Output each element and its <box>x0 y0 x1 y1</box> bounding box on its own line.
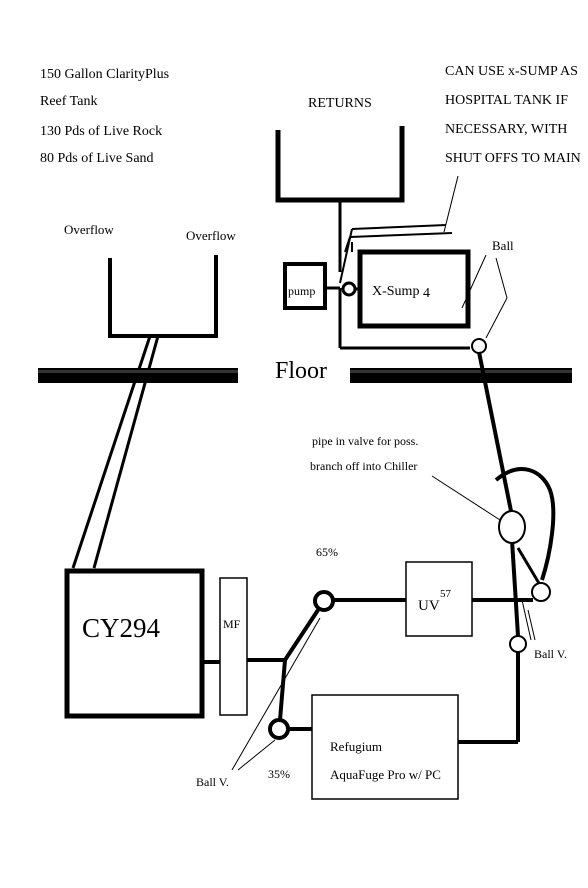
pump-box <box>283 262 327 310</box>
note-line1: CAN USE x-SUMP AS <box>445 64 578 79</box>
chiller-note-line2: branch off into Chiller <box>310 459 417 473</box>
returns-manifold <box>275 126 405 203</box>
pump-valve-icon <box>341 281 357 297</box>
tank-info-line4: 80 Pds of Live Sand <box>40 151 154 166</box>
hospital-line-4 <box>339 228 353 284</box>
ball-v-right-pointer-2 <box>527 609 536 641</box>
uv-superscript: 57 <box>440 588 452 600</box>
mf-box <box>219 577 248 716</box>
ball-v-right-pointer-1 <box>521 599 532 641</box>
floor-left-texture <box>38 370 238 373</box>
pct-65-label: 65% <box>316 545 338 559</box>
ball-label: Ball <box>492 238 514 253</box>
return-lower-line <box>510 539 520 637</box>
tank-info-line1: 150 Gallon ClarityPlus <box>40 67 169 82</box>
ball-pointer-1 <box>461 254 487 309</box>
uv-label: UV <box>418 598 440 614</box>
note-pointer <box>443 175 459 233</box>
refugium-line1: Refugium <box>330 739 382 754</box>
valve-65-icon <box>313 590 335 612</box>
overflow-left-label: Overflow <box>64 222 114 237</box>
refugium-box <box>311 694 459 800</box>
cy294-label: CY294 <box>82 613 161 643</box>
floor-label: Floor <box>275 358 327 384</box>
ball-valve-sump-icon <box>471 338 487 354</box>
tank-info-line2: Reef Tank <box>40 94 97 109</box>
note-line4: SHUT OFFS TO MAIN <box>445 151 581 166</box>
ball-v-right-label: Ball V. <box>534 647 567 661</box>
hospital-line-2 <box>349 232 453 238</box>
ball-valve-right-icon <box>531 582 551 602</box>
split-down-line <box>278 659 287 721</box>
x-sump-number: 4 <box>423 286 430 301</box>
chiller-branch <box>494 467 556 581</box>
note-line3: NECESSARY, WITH <box>445 122 567 137</box>
overflow-right-label: Overflow <box>186 228 236 243</box>
returns-label: RETURNS <box>308 96 372 111</box>
x-sump-label: X-Sump <box>372 284 419 299</box>
chiller-note-line1: pipe in valve for poss. <box>312 434 418 448</box>
tank-info-line3: 130 Pds of Live Rock <box>40 124 162 139</box>
x-sump-box <box>357 249 471 329</box>
valve-35-icon <box>268 718 290 740</box>
overflow-box <box>108 255 218 338</box>
hospital-line-1 <box>351 224 447 230</box>
cy294-box <box>64 568 205 719</box>
ball-valve-lower-icon <box>509 635 527 653</box>
floor-right-texture <box>350 370 572 373</box>
refugium-line2: AquaFuge Pro w/ PC <box>330 767 441 782</box>
note-line2: HOSPITAL TANK IF <box>445 93 568 108</box>
split-up-line <box>283 608 320 662</box>
pump-label: pump <box>288 284 315 298</box>
chiller-note-pointer <box>431 475 501 521</box>
ball-pointer-3 <box>485 297 508 339</box>
ball-pointer-2 <box>495 257 508 299</box>
pct-35-label: 35% <box>268 767 290 781</box>
ball-v-left-pointer-2 <box>237 739 276 771</box>
ball-v-left-pointer-1 <box>231 617 321 771</box>
mf-label: MF <box>223 617 241 631</box>
return-main-line <box>477 351 514 517</box>
chiller-valve-icon <box>498 510 526 544</box>
ball-v-left-label: Ball V. <box>196 775 229 789</box>
